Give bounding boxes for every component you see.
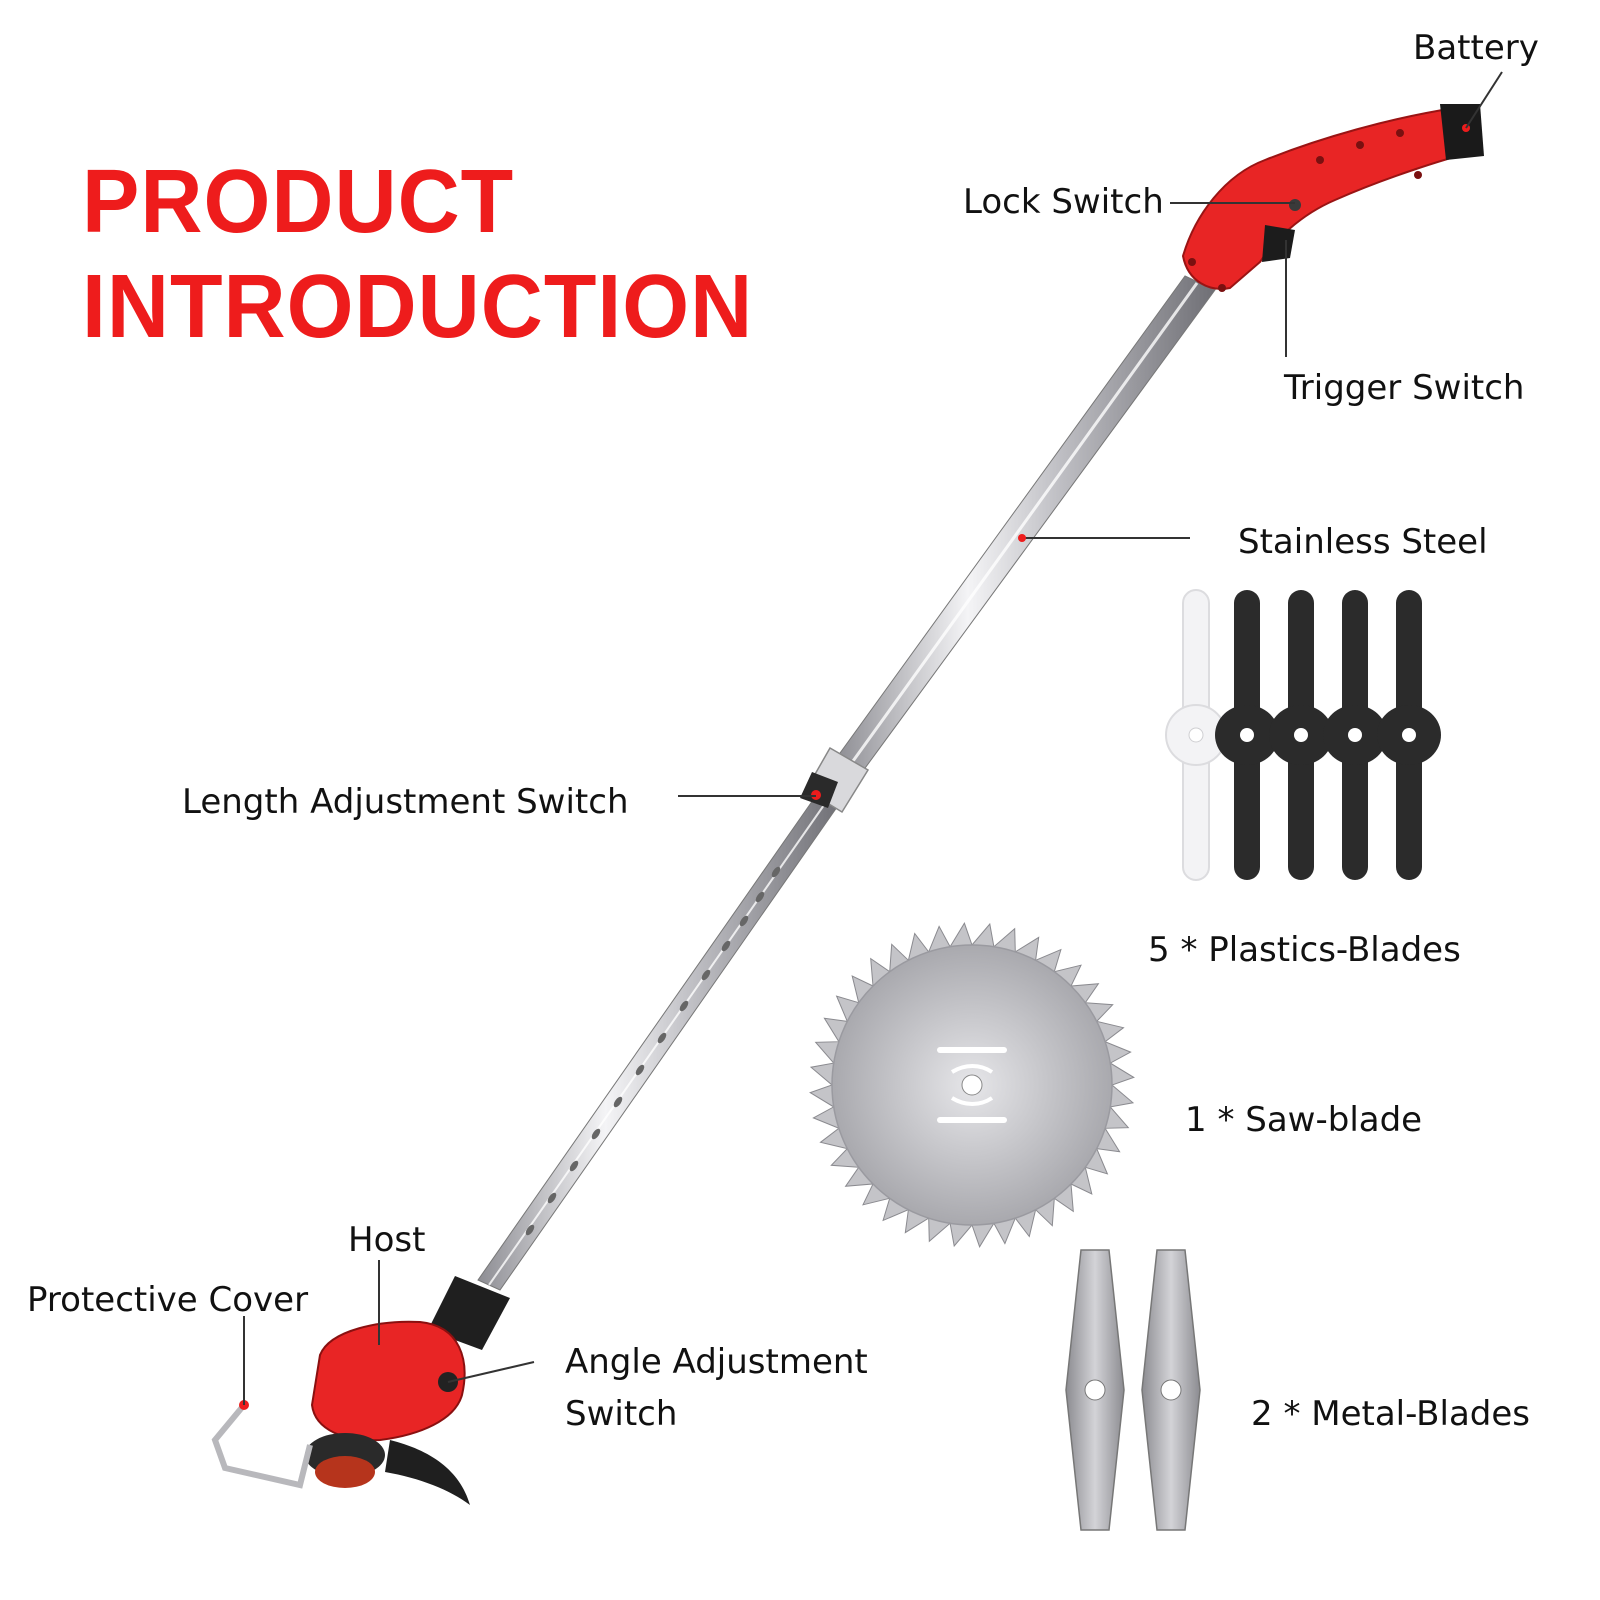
lower-shaft xyxy=(477,789,843,1291)
plastic-blade-white xyxy=(1165,589,1227,881)
label-metal-blades: 2 * Metal-Blades xyxy=(1251,1394,1530,1434)
plastic-blade-black-3 xyxy=(1323,590,1387,880)
label-protective-cover: Protective Cover xyxy=(27,1280,309,1320)
label-stainless-steel: Stainless Steel xyxy=(1238,522,1488,562)
label-lock-switch: Lock Switch xyxy=(963,182,1164,222)
handle xyxy=(1181,104,1484,292)
title-line-1: PRODUCT xyxy=(82,151,515,252)
plastic-blade-black-2 xyxy=(1269,590,1333,880)
metal-blade-1 xyxy=(1065,1249,1125,1531)
label-angle-adjustment-line1: Angle Adjustment xyxy=(565,1342,868,1382)
metal-blades xyxy=(1065,1249,1201,1531)
label-length-adjustment-switch: Length Adjustment Switch xyxy=(182,782,629,822)
plastic-blade-black-1 xyxy=(1215,590,1279,880)
saw-blade xyxy=(809,922,1135,1248)
leader-lines xyxy=(243,71,1503,1405)
label-host: Host xyxy=(348,1220,426,1260)
label-saw-blade: 1 * Saw-blade xyxy=(1185,1100,1423,1140)
label-trigger-switch: Trigger Switch xyxy=(1284,368,1525,408)
label-plastic-blades: 5 * Plastics-Blades xyxy=(1148,930,1461,970)
label-angle-adjustment-line2: Switch xyxy=(565,1394,678,1434)
title-line-2: INTRODUCTION xyxy=(82,256,754,357)
metal-blade-2 xyxy=(1141,1249,1201,1531)
label-battery: Battery xyxy=(1413,28,1539,68)
plastic-blade-black-4 xyxy=(1377,590,1441,880)
plastic-blades xyxy=(1165,589,1441,881)
length-adjustment-collar xyxy=(800,746,870,814)
upper-shaft xyxy=(834,275,1216,776)
trimmer-head xyxy=(211,1276,510,1505)
